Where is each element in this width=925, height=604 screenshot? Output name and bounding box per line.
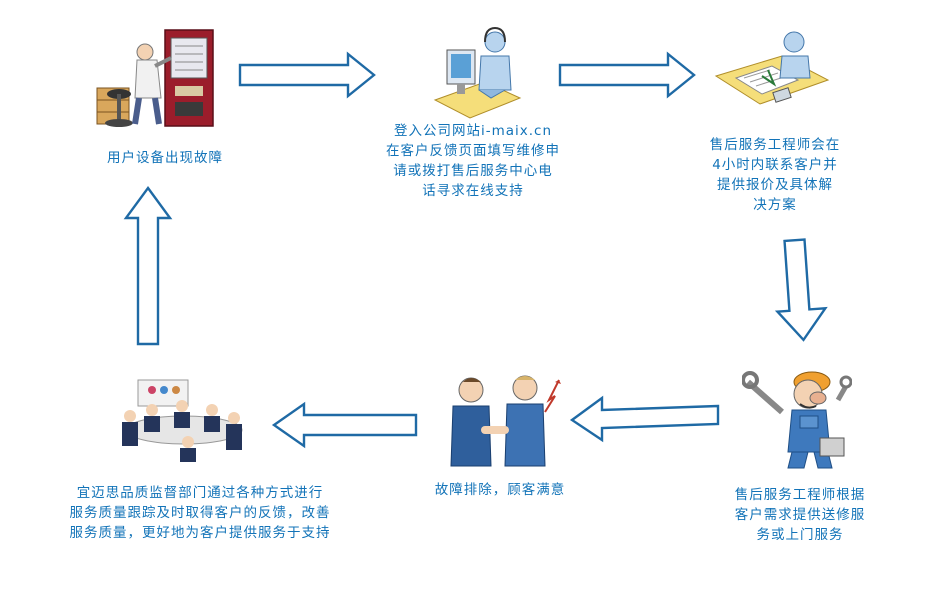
- arrow-left-2: [271, 401, 418, 449]
- arrow-left-1: [569, 395, 720, 443]
- step-fault-label: 用户设备出现故障: [107, 150, 223, 166]
- step-service-line-2: 客户需求提供送修服: [734, 507, 866, 523]
- user-machine-illustration: [96, 29, 214, 127]
- step-login-line-1: 登入公司网站i-maix.cn: [393, 123, 553, 139]
- step-resolved-label: 故障排除，顾客满意: [434, 482, 566, 498]
- mechanic-illustration: [742, 371, 852, 469]
- meeting-illustration: [122, 379, 243, 462]
- step-contact-text: 售后服务工程师会在 4小时内联系客户并 提供报价及具体解 决方案: [690, 135, 860, 215]
- step-fault-text: 用户设备出现故障: [90, 148, 240, 168]
- step-contact-line-3: 提供报价及具体解: [717, 177, 833, 193]
- step-contact-line-2: 4小时内联系客户并: [712, 157, 838, 173]
- step-quality-line-2: 服务质量跟踪及时取得客户的反馈，改善: [69, 505, 331, 521]
- step-service-line-3: 务或上门服务: [756, 527, 844, 543]
- handshake-illustration: [450, 375, 561, 467]
- arrow-right-2: [558, 51, 696, 99]
- step-quality-text: 宜迈思品质监督部门通过各种方式进行 服务质量跟踪及时取得客户的反馈，改善 服务质…: [30, 483, 370, 543]
- arrow-up: [123, 185, 173, 346]
- step-contact-line-1: 售后服务工程师会在: [709, 137, 841, 153]
- online-support-illustration: [433, 26, 522, 119]
- step-service-text: 售后服务工程师根据 客户需求提供送修服 务或上门服务: [705, 485, 895, 545]
- step-contact-line-4: 决方案: [753, 197, 797, 213]
- step-quality-line-1: 宜迈思品质监督部门通过各种方式进行: [76, 485, 324, 501]
- engineer-quote-illustration: [714, 31, 830, 105]
- arrow-right-1: [238, 51, 376, 99]
- step-login-line-2: 在客户反馈页面填写维修申: [386, 143, 560, 159]
- step-resolved-text: 故障排除，顾客满意: [410, 480, 590, 500]
- step-login-line-3: 请或拨打售后服务中心电: [393, 163, 553, 179]
- step-service-line-1: 售后服务工程师根据: [734, 487, 866, 503]
- step-login-text: 登入公司网站i-maix.cn 在客户反馈页面填写维修申 请或拨打售后服务中心电…: [348, 121, 598, 201]
- step-login-line-4: 话寻求在线支持: [422, 183, 524, 199]
- arrow-down: [774, 238, 828, 342]
- step-quality-line-3: 服务质量，更好地为客户提供服务于支持: [69, 525, 331, 541]
